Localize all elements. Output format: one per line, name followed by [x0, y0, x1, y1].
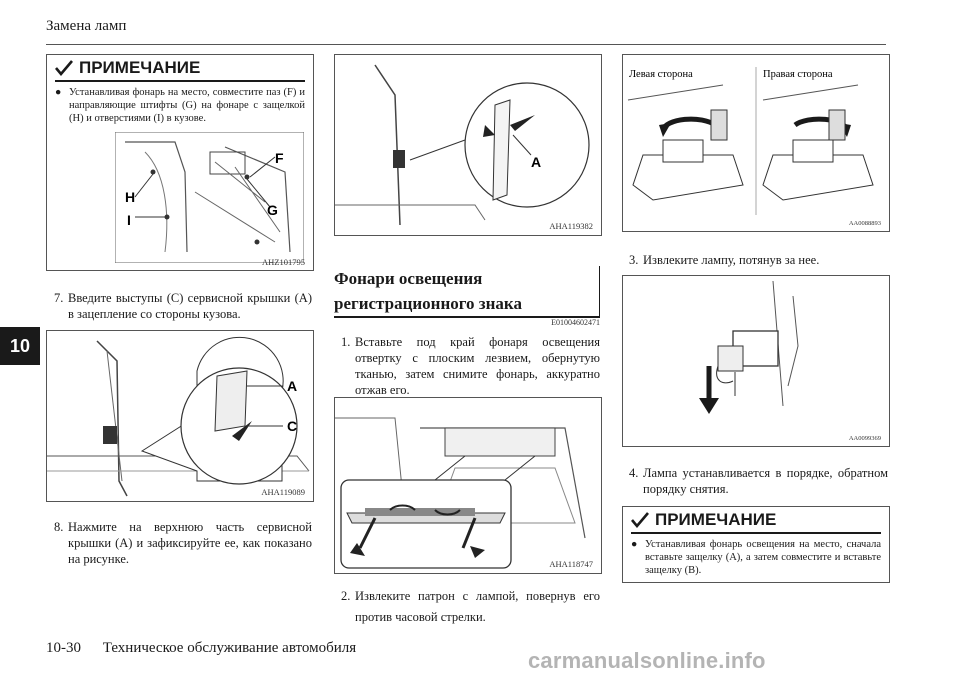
note-header: ПРИМЕЧАНИЕ: [623, 507, 889, 530]
step-2: 2. Извлеките патрон с лампой, повернув е…: [341, 586, 600, 628]
header-divider: [46, 44, 886, 45]
step-1: 1. Вставьте под край фонаря освещения от…: [341, 334, 600, 398]
section-title-line1: Фонари освещения: [334, 269, 483, 288]
step-7: 7. Введите выступы (C) сервисной крышки …: [54, 290, 312, 322]
chapter-tab: 10: [0, 327, 40, 365]
step-number: 2.: [341, 589, 351, 603]
note-heading: ПРИМЕЧАНИЕ: [79, 58, 201, 77]
step-number: 3.: [629, 253, 639, 267]
figure-service-cover-tabs: A C AHA119089: [46, 330, 314, 502]
figure-cover-press: A AHA119382: [334, 54, 602, 236]
step-number: 4.: [629, 466, 639, 480]
step-text: Введите выступы (C) сервисной крышки (A)…: [68, 291, 312, 321]
note-text: Устанавливая фонарь освещения на место, …: [645, 539, 881, 576]
step-number: 8.: [54, 520, 64, 534]
note-divider: [631, 532, 881, 534]
figure-bulb-pull: AA0099369: [622, 275, 890, 447]
left-side-label: Левая сторона: [629, 69, 693, 80]
section-title-line2: регистрационного знака: [334, 294, 522, 313]
page-number: 10-30: [46, 640, 81, 656]
section-code: E01004602471: [551, 318, 600, 327]
note-check-icon: [631, 512, 649, 528]
watermark: carmanualsonline.info: [528, 648, 766, 673]
step-text: Лампа устанавливается в порядке, обратно…: [643, 466, 888, 496]
step-4: 4. Лампа устанавливается в порядке, обра…: [629, 465, 888, 497]
note-divider: [55, 80, 305, 82]
figure-code: AHA119089: [261, 487, 305, 497]
section-heading: Фонари освещения регистрационного знака …: [334, 266, 600, 327]
step-text: Вставьте под край фонаря освещения отвер…: [355, 335, 600, 397]
step-3: 3. Извлеките лампу, потянув за нее.: [629, 252, 888, 268]
figure-code: AHZ101795: [262, 257, 305, 267]
step-text: Нажмите на верхнюю часть сервисной крышк…: [68, 520, 312, 566]
figure-latch-pins: F H G I: [115, 132, 304, 263]
note-text: Устанавливая фонарь на место, совместите…: [69, 87, 305, 124]
label-H: H: [125, 189, 135, 205]
bullet-dot-icon: ●: [631, 539, 638, 550]
right-side-label: Правая сторона: [763, 69, 833, 80]
label-C: C: [287, 418, 297, 434]
label-I: I: [127, 212, 131, 228]
note-heading: ПРИМЕЧАНИЕ: [655, 510, 777, 529]
label-F: F: [275, 150, 284, 166]
step-number: 7.: [54, 291, 64, 305]
label-G: G: [267, 202, 278, 218]
page-header-title: Замена ламп: [46, 18, 127, 34]
figure-code: AHA118747: [549, 559, 593, 569]
note-header: ПРИМЕЧАНИЕ: [47, 55, 313, 78]
step-text: Извлеките патрон с лампой, повернув его …: [355, 589, 600, 624]
note-box-left: ПРИМЕЧАНИЕ ● Устанавливая фонарь на мест…: [46, 54, 314, 271]
figure-socket-rotation: Левая сторона Правая сторона AA0088893: [622, 54, 890, 232]
book-title: Техническое обслуживание автомобиля: [102, 640, 357, 656]
step-text: Извлеките лампу, потянув за нее.: [643, 253, 820, 267]
step-8: 8. Нажмите на верхнюю часть сервисной кр…: [54, 519, 312, 567]
note-check-icon: [55, 60, 73, 76]
section-underline: [334, 316, 600, 318]
note-box-right: ПРИМЕЧАНИЕ ● Устанавливая фонарь освещен…: [622, 506, 890, 583]
figure-code: AA0099369: [848, 435, 881, 442]
step-number: 1.: [341, 335, 351, 349]
figure-code: AHA119382: [549, 221, 593, 231]
label-A: A: [287, 378, 297, 394]
figure-code: AA0088893: [848, 220, 881, 227]
figure-lamp-removal: AHA118747: [334, 397, 602, 574]
bullet-dot-icon: ●: [55, 87, 62, 98]
page-footer: 10-30 Техническое обслуживание автомобил…: [46, 640, 374, 657]
label-A: A: [531, 154, 541, 170]
